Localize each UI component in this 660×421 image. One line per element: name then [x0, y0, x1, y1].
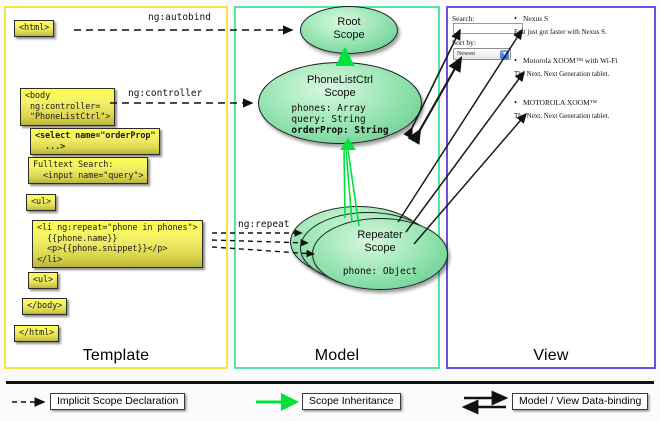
- phone-snippet: Fast just got faster with Nexus S.: [514, 28, 607, 36]
- code-box-html-close: </html>: [14, 325, 60, 342]
- root-scope: Root Scope: [300, 6, 398, 54]
- phone-list-item: Motorola XOOM™ with Wi-Fi The Next, Next…: [514, 56, 652, 79]
- code-box-ul-close: <ul>: [28, 272, 59, 289]
- legend-label-implicit: Implicit Scope Declaration: [50, 393, 186, 410]
- scope-prop-query: query: String: [291, 114, 366, 125]
- scope-prop-orderprop: orderProp: String: [291, 125, 389, 136]
- legend-label-inheritance: Scope Inheritance: [302, 393, 401, 410]
- code-box-body-close: </body>: [22, 298, 68, 315]
- phone-name: Nexus S: [514, 14, 652, 23]
- phonelistctrl-scope-title-1: PhoneListCtrl: [306, 74, 374, 86]
- scope-prop-phones: phones: Array: [291, 103, 366, 114]
- repeater-scope-title-2: Scope: [364, 242, 396, 254]
- view-rendered-output: Search: Sort by: Newest ▾ Nexus S Fast j…: [452, 12, 652, 142]
- code-box-ul-open: <ul>: [26, 194, 57, 211]
- code-box-li-repeat: <li ng:repeat="phone in phones"> {{phone…: [32, 220, 203, 268]
- legend-divider: [6, 381, 654, 384]
- sort-by-label: Sort by:: [452, 38, 476, 47]
- code-box-select: <select name="orderProp" ...>: [30, 128, 161, 155]
- phone-name: Motorola XOOM™ with Wi-Fi: [514, 56, 652, 65]
- legend-arrow-databinding: [461, 390, 509, 415]
- phone-name: MOTOROLA XOOM™: [514, 98, 652, 107]
- phonelistctrl-scope: PhoneListCtrl Scope phones: Array query:…: [258, 62, 422, 144]
- panel-template: Template: [4, 6, 228, 369]
- phone-snippet: The Next, Next Generation tablet.: [514, 70, 610, 78]
- scope-prop-phone: phone: Object: [342, 266, 418, 277]
- root-scope-title-1: Root: [337, 16, 361, 28]
- phone-list-item: Nexus S Fast just got faster with Nexus …: [514, 14, 652, 37]
- connector-label-autobind: ng:autobind: [148, 12, 211, 23]
- code-box-body-open: <body ng:controller= "PhoneListCtrl">: [20, 88, 116, 126]
- sort-by-select[interactable]: Newest ▾: [453, 48, 511, 60]
- phone-snippet: The Next, Next Generation tablet.: [514, 112, 610, 120]
- root-scope-title-2: Scope: [333, 29, 365, 41]
- panel-view-label: View: [533, 347, 569, 364]
- repeater-scope-title-1: Repeater: [357, 229, 403, 241]
- sort-by-selected-value: Newest: [457, 51, 475, 57]
- phone-list-item: MOTOROLA XOOM™ The Next, Next Generation…: [514, 98, 652, 121]
- repeater-scope: Repeater Scope phone: Object: [312, 218, 448, 290]
- panel-template-label: Template: [82, 347, 150, 364]
- code-box-search-input: Fulltext Search: <input name="query">: [28, 157, 149, 184]
- panel-model-label: Model: [314, 347, 360, 364]
- code-box-html-open: <html>: [14, 20, 55, 37]
- legend-label-databinding: Model / View Data-binding: [512, 393, 649, 410]
- connector-label-repeat: ng:repeat: [238, 219, 290, 230]
- search-label: Search:: [452, 14, 475, 23]
- search-input[interactable]: [453, 23, 523, 34]
- phonelistctrl-scope-title-2: Scope: [324, 87, 356, 99]
- chevron-down-icon: ▾: [500, 50, 509, 59]
- panel-model: Model: [234, 6, 440, 369]
- connector-label-controller: ng:controller: [128, 88, 203, 99]
